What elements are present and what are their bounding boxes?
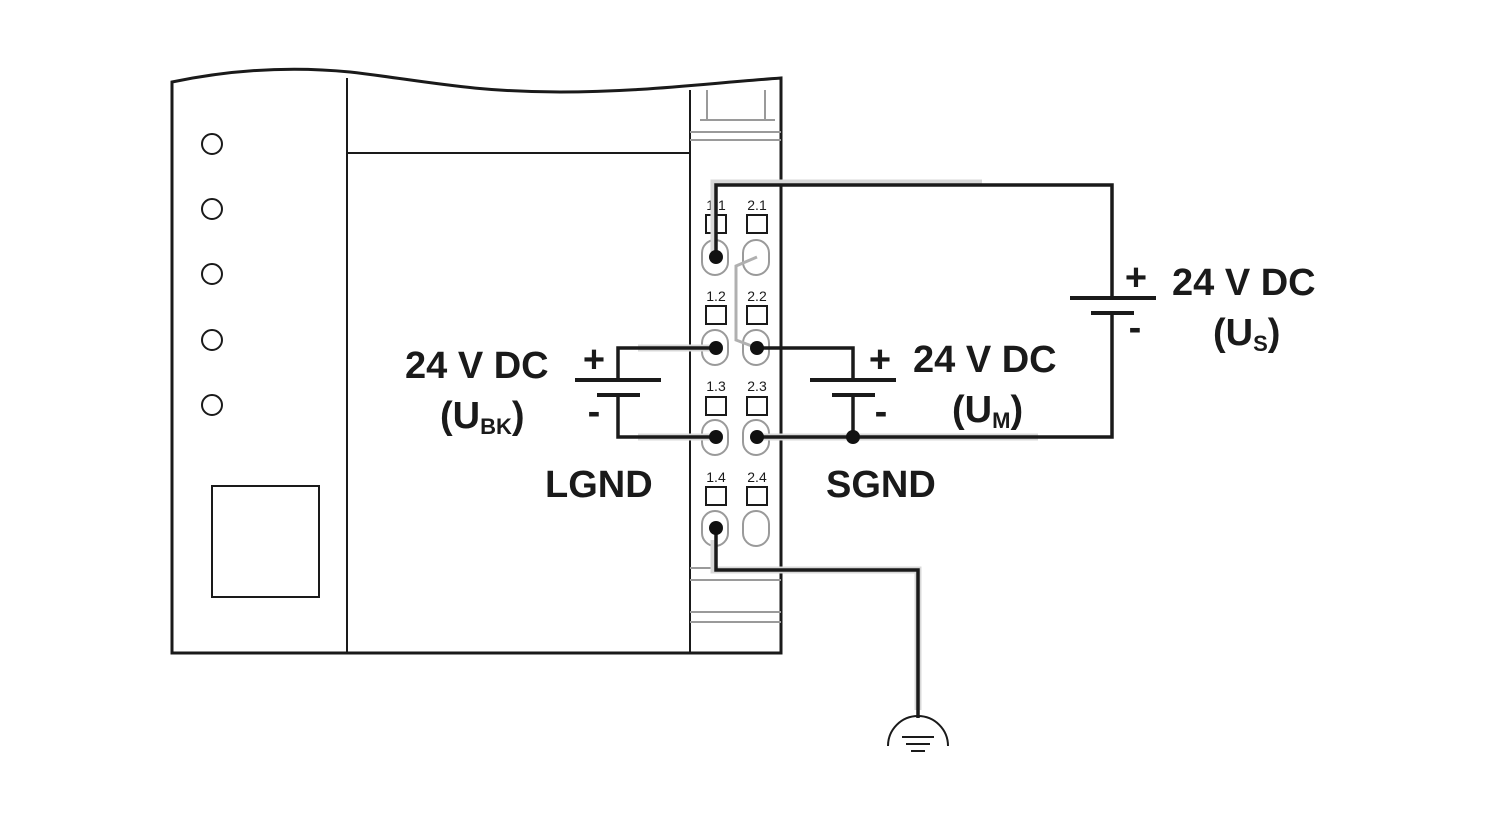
polarity-plus: +: [583, 339, 605, 381]
status-led-3: [201, 263, 223, 285]
terminal-number: 2.2: [747, 288, 767, 304]
terminal-release-button: [705, 396, 727, 416]
connection-dot: [750, 430, 764, 444]
supply-um-labels: + - 24 V DC (UM): [869, 339, 1057, 433]
wire-us-plus: [714, 183, 1114, 298]
supply-name: (UM): [952, 389, 1023, 433]
supply-name-prefix: (U: [440, 395, 480, 437]
label-field: [211, 485, 320, 598]
polarity-minus: -: [1129, 307, 1142, 349]
terminal-release-button: [746, 486, 768, 506]
terminal-block: 1.1 2.1 1.2 2.2 1.3 2.3 1.4 2.4: [701, 197, 770, 547]
connection-dot: [709, 250, 723, 264]
ground-icon: [887, 715, 949, 752]
terminal-release-button: [746, 305, 768, 325]
supply-name-prefix: (U: [1213, 312, 1253, 354]
supply-name-suffix: ): [512, 395, 525, 437]
wire-us-minus: [757, 313, 1114, 439]
status-led-1: [201, 133, 223, 155]
voltage-label: 24 V DC: [913, 339, 1057, 381]
polarity-minus: -: [588, 391, 601, 433]
terminal-number: 1.2: [706, 288, 726, 304]
voltage-label: 24 V DC: [405, 345, 549, 387]
terminal-number: 1.4: [706, 469, 726, 485]
polarity-plus: +: [869, 339, 891, 381]
terminal-release-button: [705, 486, 727, 506]
supply-name-suffix: ): [1010, 389, 1023, 431]
voltage-label: 24 V DC: [1172, 262, 1316, 304]
polarity-minus: -: [875, 391, 888, 433]
wire-fe: [714, 528, 920, 718]
polarity-plus: +: [1125, 257, 1147, 299]
lgnd-label: LGND: [545, 464, 653, 506]
connector-strip: [690, 90, 781, 623]
wire-ubk-minus: [616, 395, 716, 439]
battery-us: [1070, 296, 1156, 315]
wires: [616, 183, 1114, 718]
supply-name-subscript: M: [992, 408, 1010, 433]
housing-outline: [170, 67, 783, 655]
sgnd-label: SGND: [826, 464, 936, 506]
wire-halos: [638, 179, 1038, 710]
connection-dot: [709, 341, 723, 355]
bus-coupler-housing: [170, 67, 783, 655]
status-led-2: [201, 198, 223, 220]
battery-um: [810, 378, 896, 397]
junction-dot: [846, 430, 860, 444]
connection-dot: [709, 521, 723, 535]
terminal-number: 2.4: [747, 469, 767, 485]
terminal-number: 1.3: [706, 378, 726, 394]
supply-name-suffix: ): [1268, 312, 1281, 354]
supply-name: (US): [1213, 312, 1280, 356]
supply-name-prefix: (U: [952, 389, 992, 431]
supply-name: (UBK): [440, 395, 525, 439]
internal-bridge: [734, 255, 758, 350]
supply-ubk-labels: + - 24 V DC (UBK): [405, 339, 605, 439]
terminal-number: 2.3: [747, 378, 767, 394]
supply-name-subscript: S: [1253, 331, 1268, 356]
supply-us-labels: + - 24 V DC (US): [1125, 257, 1316, 356]
terminal-release-button: [746, 396, 768, 416]
terminal-release-button: [705, 305, 727, 325]
terminal-release-button: [746, 214, 768, 234]
connection-dots: [709, 250, 860, 535]
connection-dot: [709, 430, 723, 444]
wire-um-plus: [757, 346, 855, 380]
status-led-4: [201, 329, 223, 351]
ground-arc: [887, 715, 949, 747]
terminal-opening: [742, 239, 770, 276]
terminal-opening: [742, 510, 770, 547]
status-led-5: [201, 394, 223, 416]
terminal-number: 2.1: [747, 197, 767, 213]
wire-ubk-plus: [616, 346, 716, 380]
supply-name-subscript: BK: [480, 414, 512, 439]
connection-dot: [750, 341, 764, 355]
battery-ubk: [575, 378, 661, 397]
